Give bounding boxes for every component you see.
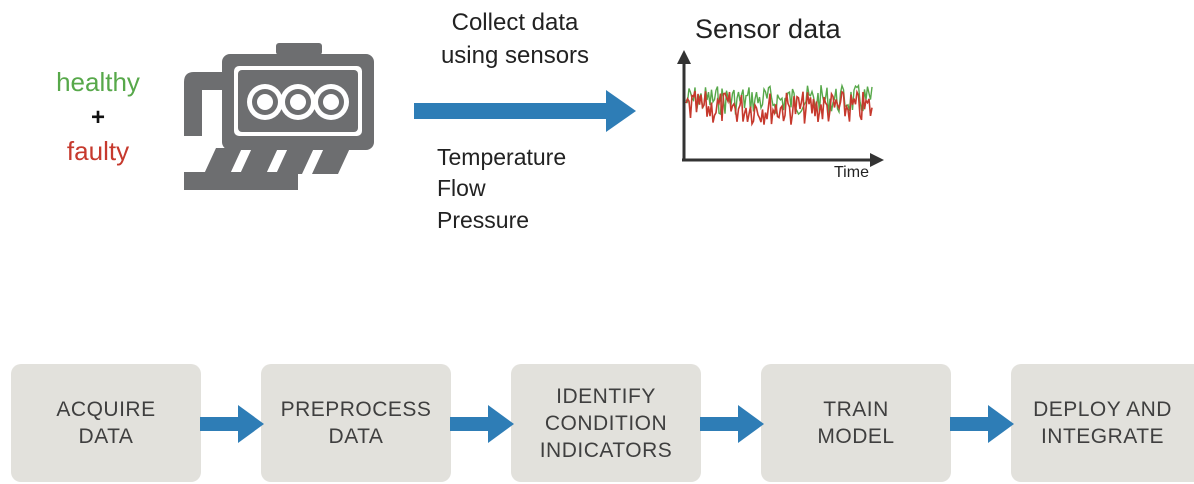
step-train-model: TRAIN MODEL xyxy=(761,364,951,482)
step-label: DEPLOY AND INTEGRATE xyxy=(1033,398,1172,448)
step-deploy-and-integrate: DEPLOY AND INTEGRATE xyxy=(1011,364,1194,482)
plus-sign: + xyxy=(90,104,105,131)
step-identify-condition-indicators: IDENTIFY CONDITION INDICATORS xyxy=(511,364,701,482)
step-label: IDENTIFY CONDITION INDICATORS xyxy=(539,384,673,462)
time-axis-label: Time xyxy=(834,164,869,181)
sensor-flow: Flow xyxy=(437,175,486,201)
y-axis-arrowhead xyxy=(677,50,691,64)
step-preprocess-data: PREPROCESS DATA xyxy=(261,364,451,482)
healthy-label: healthy xyxy=(56,67,140,97)
x-axis-arrowhead xyxy=(870,153,884,167)
step-arrow-2 xyxy=(450,405,514,443)
step-label: ACQUIRE DATA xyxy=(56,398,156,448)
step-arrow-1 xyxy=(200,405,264,443)
sensor-pressure: Pressure xyxy=(437,207,530,233)
engine-icon xyxy=(184,43,374,190)
collect-data-label-line1: Collect data xyxy=(451,9,579,36)
step-label: PREPROCESS DATA xyxy=(280,398,432,448)
step-arrow-4 xyxy=(950,405,1014,443)
collect-data-label-line2: using sensors xyxy=(440,42,590,69)
sensor-chart-title: Sensor data xyxy=(695,14,841,44)
sensor-chart xyxy=(677,50,884,167)
step-label: TRAIN MODEL xyxy=(817,398,895,448)
collect-arrow xyxy=(414,90,636,132)
step-arrow-3 xyxy=(700,405,764,443)
step-acquire-data: ACQUIRE DATA xyxy=(11,364,201,482)
healthy-signal-trace xyxy=(685,83,873,116)
faulty-label: faulty xyxy=(66,136,130,166)
faulty-signal-trace xyxy=(685,89,873,127)
sensor-temperature: Temperature xyxy=(437,144,567,170)
